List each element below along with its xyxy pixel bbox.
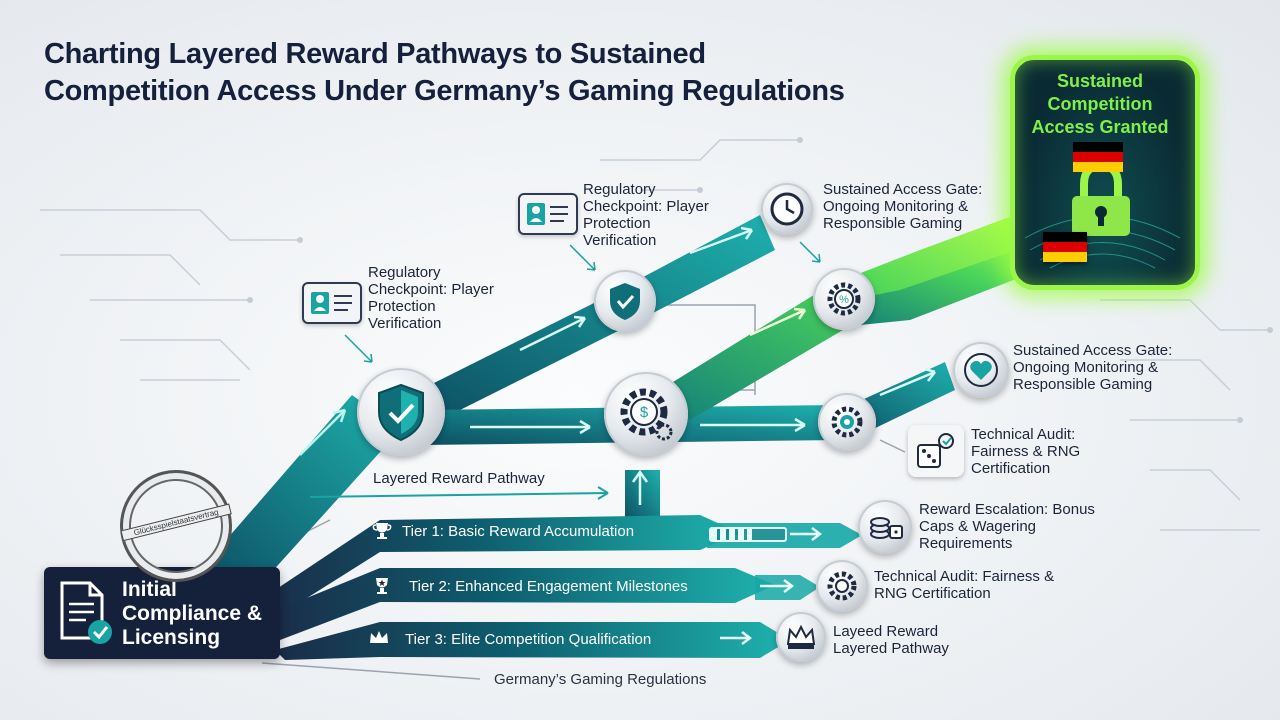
trophy-icon xyxy=(372,523,392,539)
page-title: Charting Layered Reward Pathways to Sust… xyxy=(44,38,845,107)
gear-node-top[interactable]: % xyxy=(813,268,875,330)
audit-2-label: Technical Audit: Fairness & RNG Certific… xyxy=(874,568,1055,602)
dice-icon xyxy=(917,433,954,468)
audit-1-label: Technical Audit: Fairness & RNG Certific… xyxy=(971,426,1081,477)
crown-icon xyxy=(786,624,816,649)
final-access-box[interactable] xyxy=(1010,55,1200,290)
id-card-icon xyxy=(302,282,362,324)
tier-1-progress-bar xyxy=(709,527,787,542)
tier-1-label[interactable]: Tier 1: Basic Reward Accumulation xyxy=(402,523,635,540)
shield-check-icon xyxy=(610,283,640,320)
shield-node[interactable] xyxy=(357,368,445,456)
gate-1-label: Sustained Access Gate: Ongoing Monitorin… xyxy=(823,181,983,232)
gear-icon xyxy=(831,406,863,438)
layered-reward-node[interactable] xyxy=(776,612,826,662)
heart-icon xyxy=(964,353,998,387)
svg-text:$: $ xyxy=(640,404,649,421)
band-green-final xyxy=(850,240,1060,325)
escalation-label: Reward Escalation: Bonus Caps & Wagering… xyxy=(919,501,1095,552)
svg-text:%: % xyxy=(839,294,849,306)
coins-dice-icon xyxy=(870,517,903,539)
pathway-label: Layered Reward Pathway xyxy=(373,470,545,487)
clock-node[interactable] xyxy=(761,183,813,235)
final-label: Sustained Competition Access Granted xyxy=(1031,71,1169,137)
german-flag-top xyxy=(1073,142,1123,172)
layered-reward-label: Layeed Reward Layered Pathway xyxy=(833,623,949,657)
shield-node-small[interactable] xyxy=(594,270,656,332)
tier-1-progress-fill xyxy=(711,529,752,540)
stamp-text: Glücksspielstaatsvertrag xyxy=(120,503,232,542)
checkpoint-2-label: Regulatory Checkpoint: Player Protection… xyxy=(583,181,709,249)
tier-3-label[interactable]: Tier 3: Elite Competition Qualification xyxy=(405,631,652,648)
heart-node[interactable] xyxy=(953,342,1009,398)
circuit-lines xyxy=(40,139,1270,531)
id-card-icon xyxy=(518,193,578,235)
gear-icon xyxy=(827,571,857,601)
band-start-to-shield xyxy=(200,395,400,585)
checkpoint-1-label: Regulatory Checkpoint: Player Protection… xyxy=(368,264,494,332)
escalation-node[interactable] xyxy=(858,500,912,554)
document-check-icon xyxy=(60,581,112,644)
crown-icon xyxy=(370,631,388,643)
star-trophy-icon xyxy=(376,578,388,594)
padlock-icon xyxy=(1072,161,1130,236)
audit-1-icon-box xyxy=(908,425,964,477)
shield-check-icon xyxy=(378,383,424,442)
gate-2-label: Sustained Access Gate: Ongoing Monitorin… xyxy=(1013,342,1173,393)
clock-icon xyxy=(770,192,804,226)
band-upper xyxy=(420,215,775,420)
gear-percent-icon: % xyxy=(827,282,861,316)
german-flag xyxy=(1043,232,1087,262)
gear-node-right[interactable] xyxy=(818,393,876,451)
gear-node-center[interactable]: $ xyxy=(604,372,688,456)
tier-2-label[interactable]: Tier 2: Enhanced Engagement Milestones xyxy=(409,578,688,595)
start-label: Initial Compliance & Licensing xyxy=(122,578,263,649)
audit-2-node[interactable] xyxy=(816,560,868,612)
footer-label: Germany’s Gaming Regulations xyxy=(494,671,707,688)
gear-coin-icon: $ xyxy=(620,388,673,441)
